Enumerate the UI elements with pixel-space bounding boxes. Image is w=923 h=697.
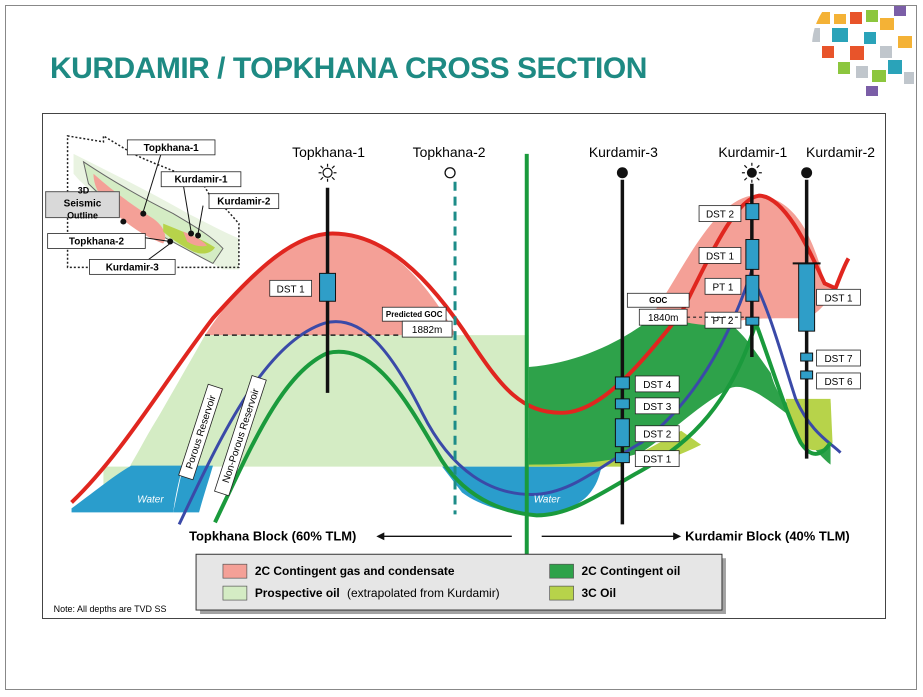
inset-label-kurdamir1: Kurdamir-1 (174, 175, 228, 186)
gas-show-icon (318, 163, 337, 182)
cross-section-diagram: Topkhana-1 Kurdamir-1 Kurdamir-2 Topkhan… (42, 113, 886, 619)
test-label-k2-dst6: DST 6 (824, 377, 852, 388)
test-label-k2-dst7: DST 7 (824, 354, 852, 365)
legend-label-prospective-note: (extrapolated from Kurdamir) (347, 586, 500, 600)
test-label-k1-dst2: DST 2 (706, 210, 734, 221)
test-label-k1-pt2: PT 2 (713, 316, 734, 327)
oil-well-icon (616, 167, 628, 179)
well-label-topkhana-2: Topkhana-2 (413, 144, 486, 160)
inset-seismic-label-1: 3D (78, 186, 90, 196)
legend-swatch-oil-3c (549, 585, 574, 601)
water-label-left: Water (137, 494, 164, 505)
well-label-kurdamir-3: Kurdamir-3 (589, 144, 658, 160)
inset-label-kurdamir3: Kurdamir-3 (106, 262, 160, 273)
oil-well-icon-2 (801, 167, 813, 179)
legend-label-prospective: Prospective oil (255, 586, 340, 600)
well-label-topkhana-1: Topkhana-1 (292, 144, 365, 160)
page-title: KURDAMIR / TOPKHANA CROSS SECTION (50, 52, 647, 85)
test-label-k1-dst1: DST 1 (706, 251, 734, 262)
test-label-t1-dst1: DST 1 (277, 284, 305, 295)
inset-map: Topkhana-1 Kurdamir-1 Kurdamir-2 Topkhan… (45, 133, 280, 275)
slide-frame (5, 5, 917, 690)
test-label-k3-dst3: DST 3 (643, 402, 671, 413)
topkhana-block-label: Topkhana Block (60% TLM) (189, 528, 356, 543)
predicted-goc-depth: 1882m (412, 325, 442, 336)
inset-label-topkhana2: Topkhana-2 (69, 236, 125, 247)
contact-blue-line (177, 269, 842, 526)
gas-condensate-zone-kurdamir (653, 195, 836, 326)
inset-label-topkhana1: Topkhana-1 (144, 143, 200, 154)
legend: 2C Contingent gas and condensate Prospec… (195, 553, 726, 615)
inset-seismic-label-3: Outline (67, 211, 98, 221)
legend-swatch-gas (222, 563, 248, 579)
inset-seismic-label-2: Seismic (64, 199, 102, 210)
legend-label-gas: 2C Contingent gas and condensate (255, 564, 455, 578)
water-label-right: Water (534, 494, 561, 505)
inset-label-topkhana1-box (126, 139, 216, 156)
reservoir-top-line (70, 193, 851, 504)
contingent-oil-zone (528, 306, 831, 465)
dry-hole-icon (444, 167, 456, 179)
test-label-k3-dst4: DST 4 (643, 380, 671, 391)
legend-swatch-contingent-oil (549, 563, 574, 579)
goc-depth: 1840m (648, 313, 678, 324)
svg-text:Prospective oil (extrapo: Prospective oil (extrapolated from Kurda… (255, 586, 500, 600)
test-label-k1-pt1: PT 1 (713, 282, 734, 293)
legend-label-oil-3c: 3C Oil (582, 586, 617, 600)
inset-seismic-box (45, 191, 120, 219)
inset-label-kurdamir2: Kurdamir-2 (217, 197, 271, 208)
oil-gas-well-icon (741, 162, 762, 183)
globe-logo (812, 6, 916, 104)
legend-label-contingent-oil: 2C Contingent oil (582, 564, 681, 578)
test-label-k3-dst1: DST 1 (643, 455, 671, 466)
goc-label: GOC (649, 296, 667, 305)
predicted-goc-label: Predicted GOC (386, 310, 443, 319)
test-label-k3-dst2: DST 2 (643, 430, 671, 441)
test-label-k2-dst1: DST 1 (824, 293, 852, 304)
well-label-kurdamir-2: Kurdamir-2 (806, 144, 875, 160)
depth-note: Note: All depths are TVD SS (54, 604, 167, 614)
kurdamir-block-label: Kurdamir Block (40% TLM) (685, 528, 850, 543)
well-label-kurdamir-1: Kurdamir-1 (718, 144, 787, 160)
legend-swatch-prospective (222, 585, 248, 601)
